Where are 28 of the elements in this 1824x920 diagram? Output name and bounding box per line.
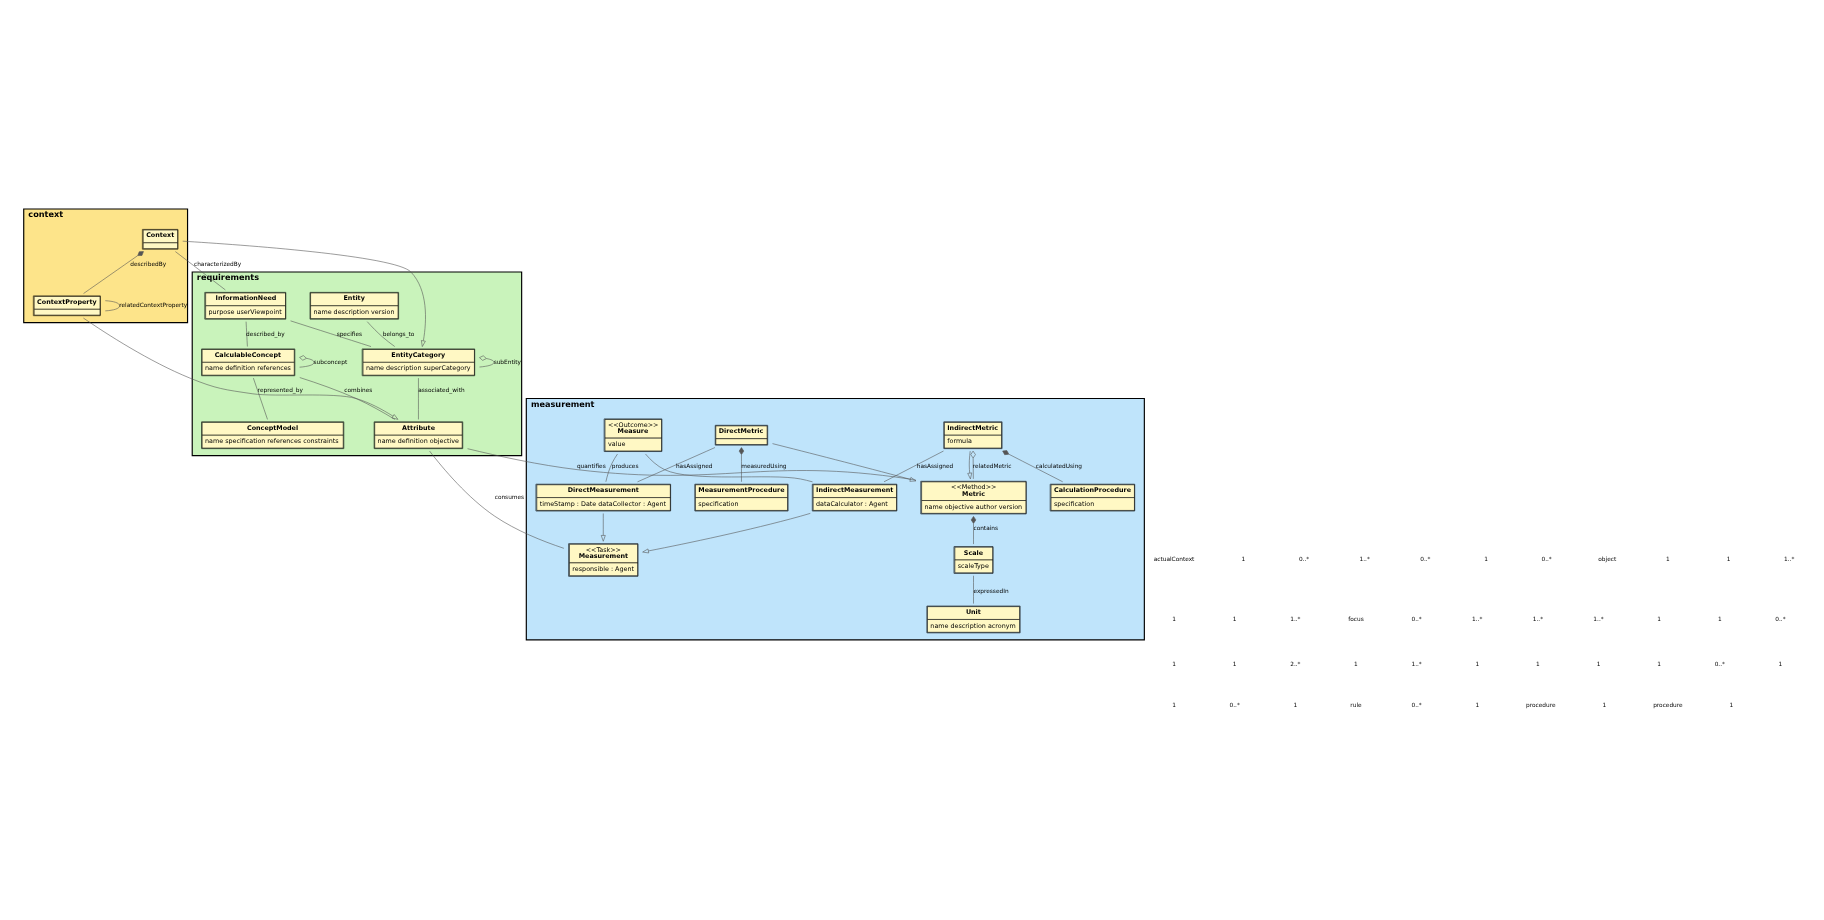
connector	[1002, 450, 1063, 483]
connector	[970, 450, 976, 480]
connector	[290, 320, 372, 347]
connector	[429, 450, 565, 549]
connector	[83, 251, 144, 294]
connector	[645, 453, 813, 483]
arrow	[83, 317, 399, 420]
connector	[105, 300, 120, 312]
arrow	[182, 240, 426, 347]
connector	[245, 321, 248, 347]
arrow	[772, 443, 917, 482]
connector	[299, 377, 396, 420]
connector	[637, 447, 716, 483]
connector	[970, 516, 977, 545]
connector	[418, 377, 419, 420]
connector	[605, 453, 618, 483]
arrow	[967, 450, 973, 480]
connector	[479, 355, 495, 368]
arrow	[600, 513, 606, 542]
connector	[973, 575, 974, 604]
connector	[253, 377, 268, 420]
arrow	[642, 513, 811, 554]
connector	[175, 251, 226, 291]
connector	[883, 450, 944, 483]
connector	[467, 448, 917, 481]
connector	[366, 321, 396, 347]
connector	[299, 355, 315, 368]
connector	[738, 447, 745, 483]
